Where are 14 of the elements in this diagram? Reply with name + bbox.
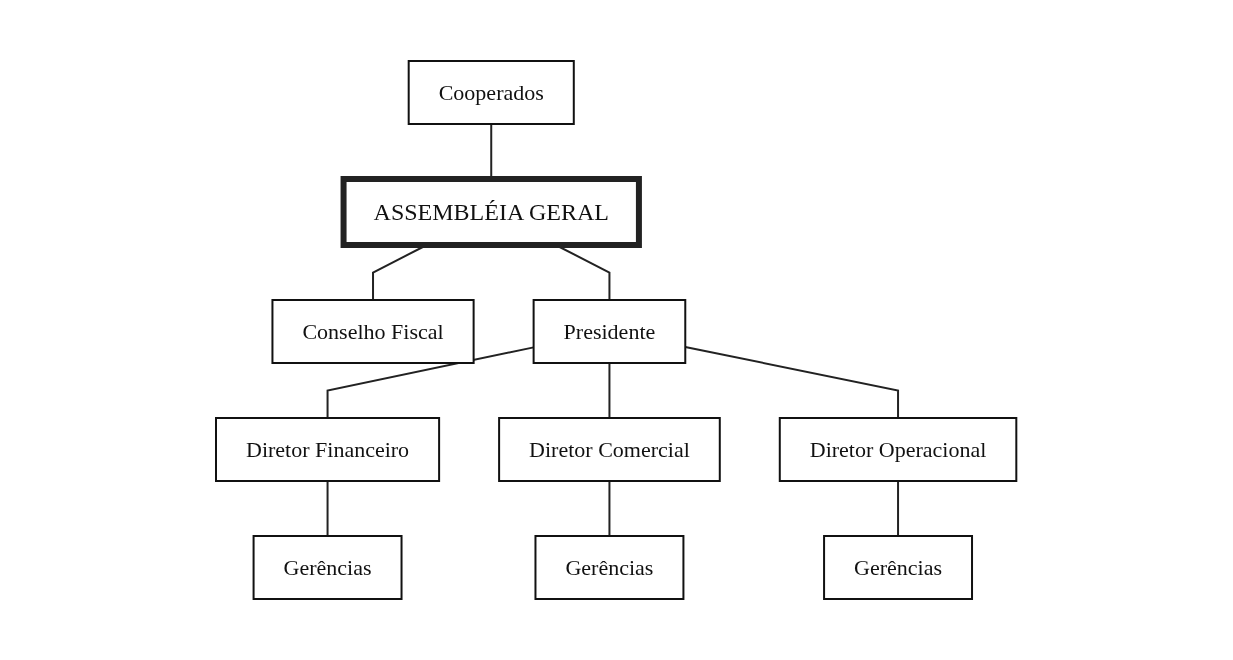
node-box: Conselho Fiscal <box>271 299 475 364</box>
node-box: Diretor Financeiro <box>215 417 441 482</box>
node-box: Gerências <box>823 535 974 600</box>
connector <box>608 480 611 537</box>
node-box: Presidente <box>532 299 687 364</box>
node-box: Diretor Comercial <box>498 417 722 482</box>
connector <box>608 362 611 419</box>
connector <box>326 480 329 537</box>
node-box: Cooperados <box>408 60 576 125</box>
node-box: Gerências <box>252 535 403 600</box>
node-box: Gerências <box>534 535 685 600</box>
connector <box>897 480 900 537</box>
node-box: Diretor Operacional <box>779 417 1018 482</box>
node-box: ASSEMBLÉIA GERAL <box>340 176 643 248</box>
